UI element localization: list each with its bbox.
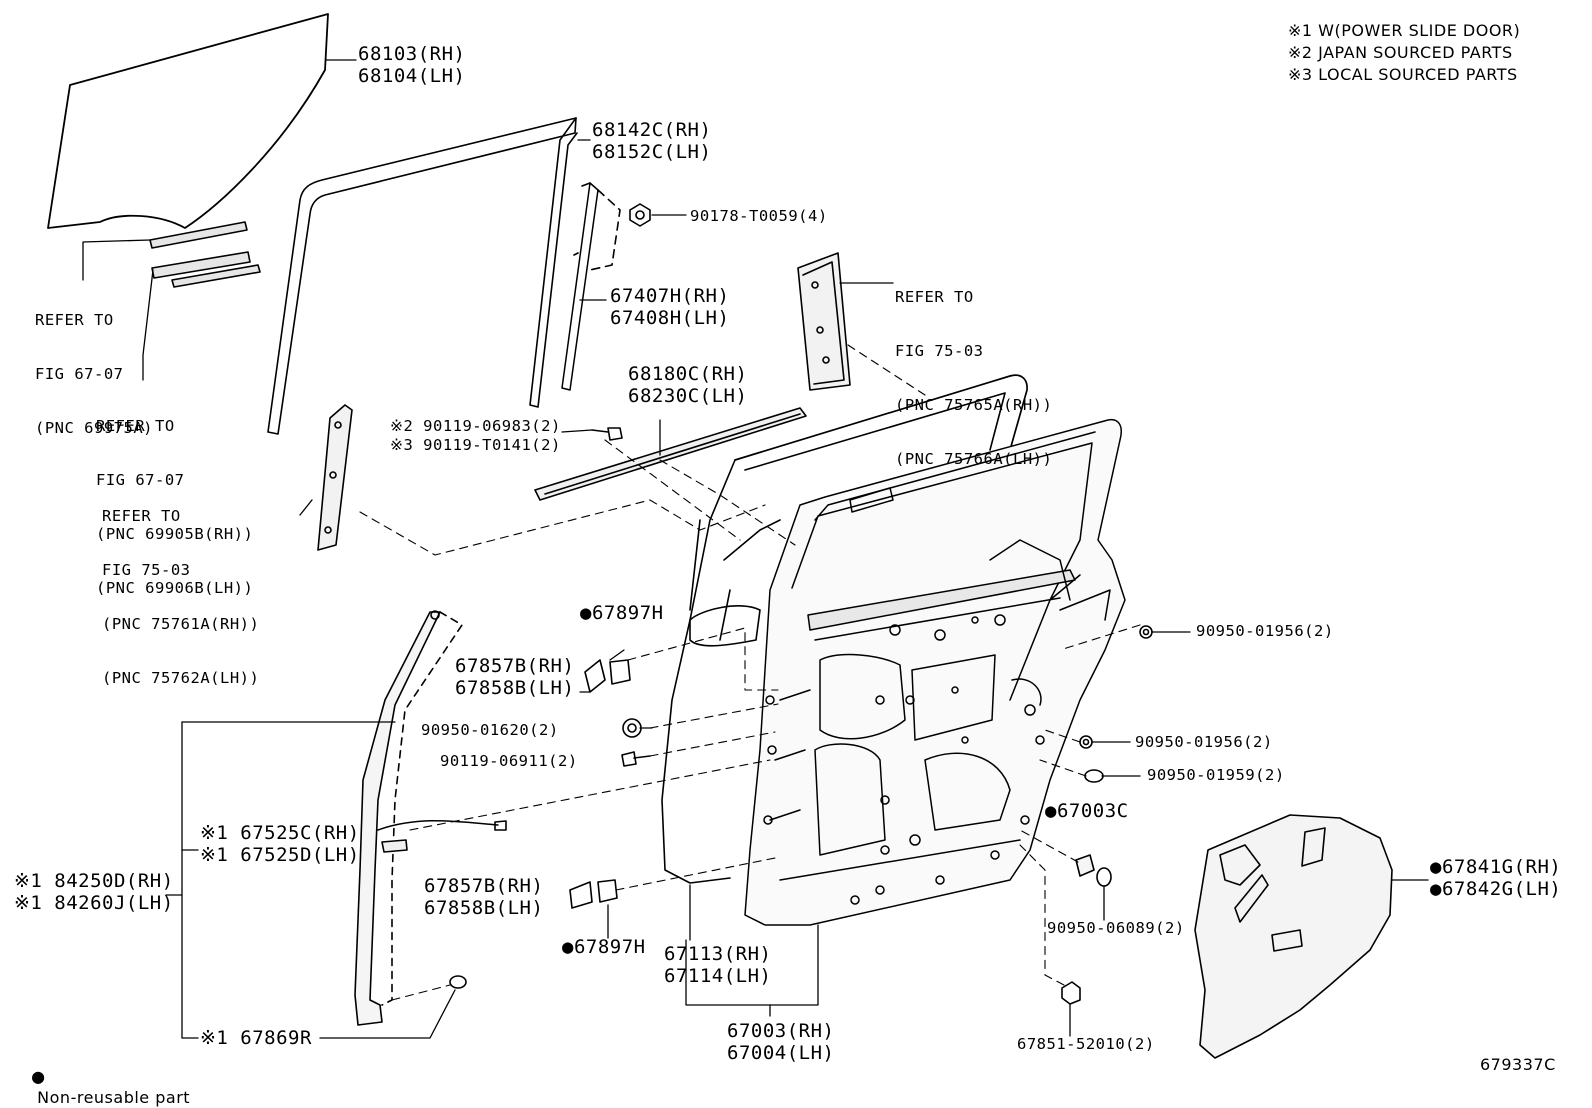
part-label-bolt-06911: 90119-06911(2) — [440, 752, 578, 770]
door-inner-frame — [744, 418, 1126, 926]
leader-lines — [82, 59, 1429, 1039]
part-label-plug-01959: 90950-01959(2) — [1147, 766, 1285, 784]
part-label-plug-01620: 90950-01620(2) — [421, 721, 559, 739]
reference-fig-67-07-b: REFER TO FIG 67-07 (PNC 69905B(RH)) (PNC… — [96, 381, 253, 615]
ref-c-line-2: FIG 75-03 — [102, 561, 191, 579]
part-label-cover-67869r: ※1 67869R — [200, 1027, 312, 1049]
wire-harness-illustration — [377, 820, 507, 853]
note-power-slide-door: ※1 W(POWER SLIDE DOOR) — [1288, 21, 1521, 40]
ref-c-line-4: (PNC 75762A(LH)) — [102, 669, 260, 687]
part-label-bolt-japan: ※2 90119-06983(2) — [390, 417, 561, 435]
part-label-hinge-top-lh: 67858B(LH) — [455, 677, 575, 699]
projection-lines — [359, 344, 1141, 1001]
part-label-door-lh: 67004(LH) — [727, 1042, 835, 1064]
ref-d-line-4: (PNC 75766A(LH)) — [895, 450, 1053, 468]
pillar-garnish-right — [797, 252, 851, 391]
part-label-bumper-bot: ●67897H — [562, 936, 646, 958]
ref-a-line-2: FIG 67-07 — [35, 365, 124, 383]
note-japan-sourced: ※2 JAPAN SOURCED PARTS — [1288, 43, 1513, 62]
part-label-door-rh: 67003(RH) — [727, 1020, 835, 1042]
part-label-sensor-rh: ※1 84250D(RH) — [14, 870, 174, 892]
reference-fig-75-03-c: REFER TO FIG 75-03 (PNC 75761A(RH)) (PNC… — [102, 471, 259, 705]
legend-bullet-icon: ● — [31, 1067, 46, 1086]
reference-fig-75-03-d: REFER TO FIG 75-03 (PNC 75765A(RH)) (PNC… — [895, 252, 1052, 486]
ref-d-line-1: REFER TO — [895, 288, 974, 306]
ref-b-line-4: (PNC 69906B(LH)) — [96, 579, 254, 597]
part-label-plug-01956-a: 90950-01956(2) — [1196, 622, 1334, 640]
part-label-plug-67003c: ●67003C — [1045, 800, 1129, 822]
ref-a-line-3: (PNC 69975A) — [35, 419, 153, 437]
part-label-run-lh: 68152C(LH) — [592, 141, 712, 163]
ref-c-line-3: (PNC 75761A(RH)) — [102, 615, 260, 633]
part-label-hole-cover-lh: ●67842G(LH) — [1430, 878, 1562, 900]
part-label-panel-rh: 67113(RH) — [664, 943, 772, 965]
ref-b-line-3: (PNC 69905B(RH)) — [96, 525, 254, 543]
door-outer-panel — [661, 374, 1028, 884]
note-local-sourced: ※3 LOCAL SOURCED PARTS — [1288, 65, 1518, 84]
door-glass-illustration — [47, 13, 329, 229]
part-label-channel-lh: 67408H(LH) — [610, 307, 730, 329]
reference-fig-67-07-a: REFER TO FIG 67-07 (PNC 69975A) — [35, 275, 153, 455]
part-label-run-rh: 68142C(RH) — [592, 119, 712, 141]
part-label-clip-52010: 67851-52010(2) — [1017, 1035, 1155, 1053]
ref-c-line-1: REFER TO — [102, 507, 181, 525]
part-label-hole-cover-rh: ●67841G(RH) — [1430, 856, 1562, 878]
figure-id: 679337C — [1480, 1055, 1556, 1074]
legend-text: Non-reusable part — [37, 1088, 191, 1107]
part-label-sensor-lh: ※1 84260J(LH) — [14, 892, 174, 914]
part-label-bumper-top: ●67897H — [580, 602, 664, 624]
belt-moulding-strips — [149, 221, 261, 288]
part-label-channel-rh: 67407H(RH) — [610, 285, 730, 307]
part-label-harness-rh: ※1 67525C(RH) — [200, 822, 360, 844]
part-label-plug-06089: 90950-06089(2) — [1047, 919, 1185, 937]
ref-d-line-2: FIG 75-03 — [895, 342, 984, 360]
part-label-weatherstrip-lh: 68230C(LH) — [628, 385, 748, 407]
part-label-hinge-bot-rh: 67857B(RH) — [424, 875, 544, 897]
pinch-sensor-strip — [354, 610, 463, 1026]
part-label-weatherstrip-rh: 68180C(RH) — [628, 363, 748, 385]
part-label-hinge-bot-lh: 67858B(LH) — [424, 897, 544, 919]
pillar-garnish-left — [317, 404, 353, 551]
ref-b-line-1: REFER TO — [96, 417, 175, 435]
part-label-panel-lh: 67114(LH) — [664, 965, 772, 987]
division-channel-illustration — [561, 182, 621, 391]
service-hole-cover — [1194, 814, 1393, 1059]
glass-run-illustration — [267, 117, 578, 435]
part-label-nut-90178: 90178-T0059(4) — [690, 207, 828, 225]
ref-b-line-2: FIG 67-07 — [96, 471, 185, 489]
ref-a-line-1: REFER TO — [35, 311, 114, 329]
part-label-bolt-local: ※3 90119-T0141(2) — [390, 436, 561, 454]
part-label-hinge-top-rh: 67857B(RH) — [455, 655, 575, 677]
outer-weatherstrip-illustration — [534, 407, 807, 501]
part-label-glass-rh: 68103(RH) — [358, 43, 466, 65]
ref-d-line-3: (PNC 75765A(RH)) — [895, 396, 1053, 414]
part-label-plug-01956-b: 90950-01956(2) — [1135, 733, 1273, 751]
part-label-harness-lh: ※1 67525D(LH) — [200, 844, 360, 866]
part-label-glass-lh: 68104(LH) — [358, 65, 466, 87]
